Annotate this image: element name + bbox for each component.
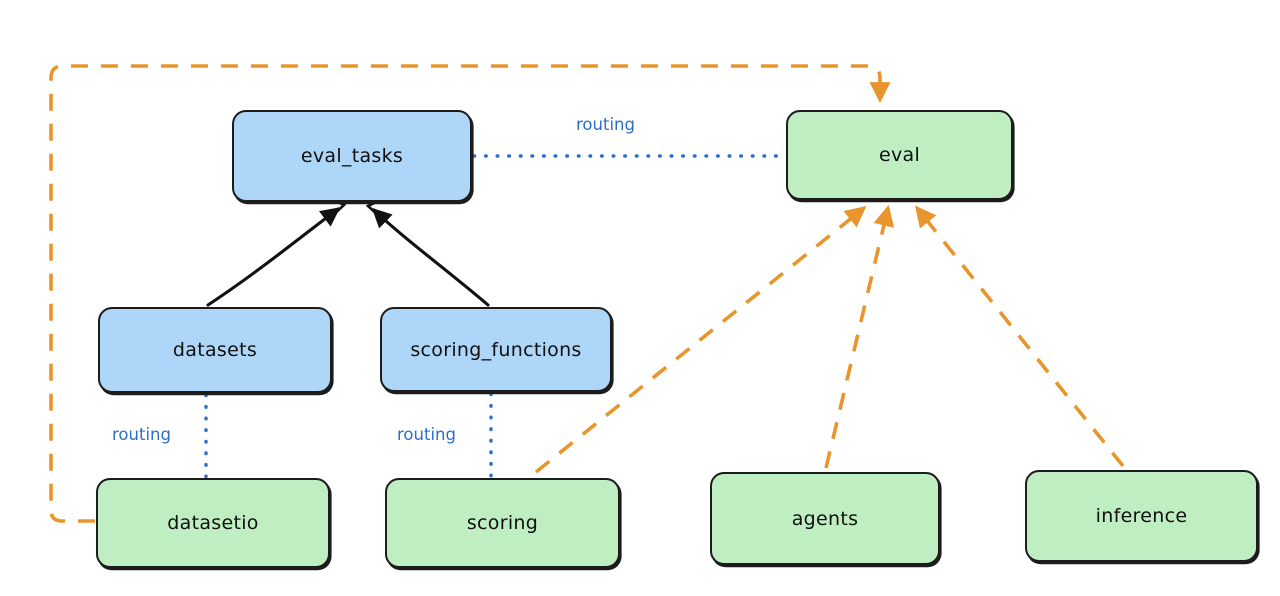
edge-label-routing-scoring-functions-scoring: routing xyxy=(397,425,456,444)
node-label-scoring: scoring xyxy=(466,512,539,534)
node-label-eval: eval xyxy=(878,144,921,166)
node-scoring-functions[interactable]: scoring_functions xyxy=(380,307,612,392)
node-scoring[interactable]: scoring xyxy=(385,478,620,568)
node-label-inference: inference xyxy=(1095,505,1188,527)
node-inference[interactable]: inference xyxy=(1025,470,1258,562)
edge-datasetio-eval xyxy=(49,64,891,523)
node-label-datasetio: datasetio xyxy=(167,512,259,534)
node-agents[interactable]: agents xyxy=(710,472,940,565)
node-datasetio[interactable]: datasetio xyxy=(96,478,330,568)
edge-inference-eval xyxy=(915,205,1125,468)
node-label-agents: agents xyxy=(791,507,859,530)
edge-label-routing-datasets-datasetio: routing xyxy=(112,425,171,444)
node-datasets[interactable]: datasets xyxy=(98,307,332,393)
edge-label-routing-eval-tasks-eval: routing xyxy=(576,115,635,134)
node-label-eval-tasks: eval_tasks xyxy=(300,145,404,167)
edge-agents-eval xyxy=(824,204,895,469)
node-label-scoring-functions: scoring_functions xyxy=(410,338,582,361)
node-label-datasets: datasets xyxy=(172,339,258,361)
node-eval[interactable]: eval xyxy=(786,110,1013,200)
edge-datasets-eval_tasks xyxy=(206,197,347,307)
edge-scoring-eval xyxy=(534,206,867,474)
edge-scoring_functions-eval_tasks xyxy=(365,198,490,307)
node-eval-tasks[interactable]: eval_tasks xyxy=(232,110,472,202)
